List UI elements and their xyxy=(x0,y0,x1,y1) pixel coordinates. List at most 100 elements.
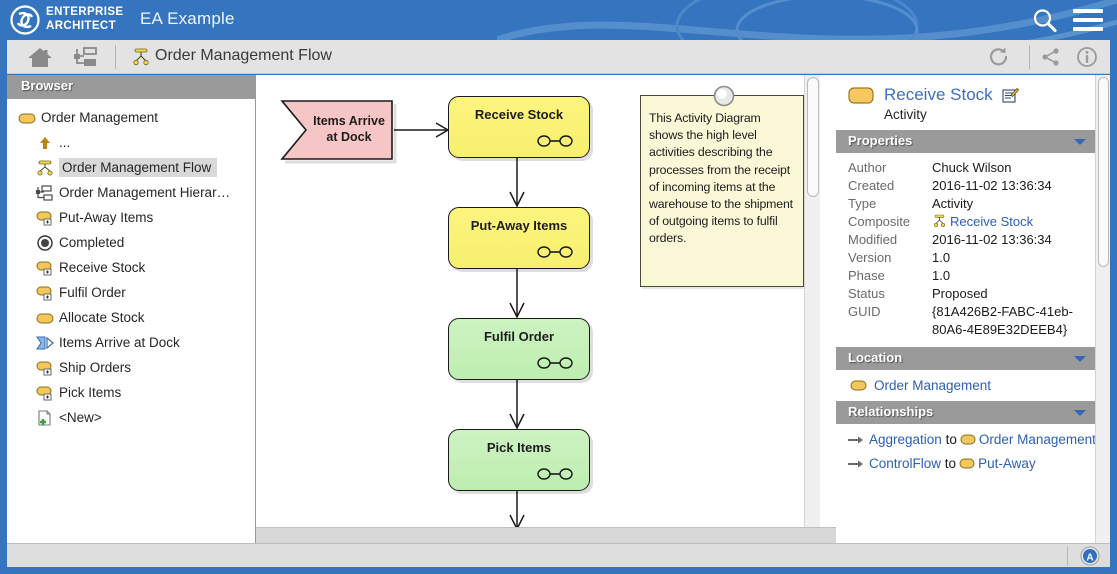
browser-tree-item-label: Items Arrive at Dock xyxy=(59,335,180,350)
browser-panel-title: Browser xyxy=(7,75,255,99)
section-header-relationships[interactable]: Relationships xyxy=(836,401,1110,424)
relationship-arrow-icon xyxy=(848,457,864,467)
location-link[interactable]: Order Management xyxy=(874,378,992,393)
browser-tree-item[interactable]: Order Management xyxy=(7,105,255,130)
element-type: Activity xyxy=(884,107,927,122)
section-header-properties[interactable]: Properties xyxy=(836,130,1110,153)
search-icon[interactable] xyxy=(1031,7,1059,35)
property-value-text: Activity xyxy=(932,196,974,211)
package-icon xyxy=(959,457,975,468)
browser-tree-item-label: Ship Orders xyxy=(59,360,132,375)
composite-activity-glyph-icon xyxy=(537,135,573,147)
property-value[interactable]: Receive Stock xyxy=(932,213,1110,231)
browser-tree[interactable]: Order Management...Order Management Flow… xyxy=(7,99,255,430)
diagram-node-receive-stock[interactable]: Receive Stock xyxy=(448,96,590,158)
property-key: Created xyxy=(848,178,895,193)
brand-line-2: ARCHITECT xyxy=(46,20,117,32)
section-header-location[interactable]: Location xyxy=(836,347,1110,370)
relationship-target-link[interactable]: Put-Away xyxy=(978,455,1036,471)
browser-tree-item[interactable]: Items Arrive at Dock xyxy=(7,330,255,355)
activity-composite-icon xyxy=(36,361,52,375)
browser-tree-item[interactable]: Put-Away Items xyxy=(7,205,255,230)
activity-composite-icon xyxy=(36,261,52,275)
diagram-toolbar: Order Management Flow xyxy=(7,40,1110,74)
note-edit-icon[interactable] xyxy=(1002,87,1019,103)
browser-tree-item-label: Order Management Hierar… xyxy=(59,185,231,200)
relationship-target-link[interactable]: Order Management xyxy=(978,432,1096,447)
browser-tree-item-label: Receive Stock xyxy=(59,260,146,275)
hierarchy-diagram-icon xyxy=(36,184,53,201)
property-value-text: Chuck Wilson xyxy=(932,160,1012,175)
property-key: Phase xyxy=(848,268,885,283)
chevron-down-icon[interactable] xyxy=(1074,356,1086,362)
property-value: Chuck Wilson xyxy=(932,159,1110,177)
home-icon[interactable] xyxy=(27,46,53,68)
package-icon xyxy=(960,433,976,445)
browser-tree-item[interactable]: Allocate Stock xyxy=(7,305,255,330)
activity-composite-icon xyxy=(36,286,52,300)
property-key: Composite xyxy=(848,214,911,229)
chevron-down-icon[interactable] xyxy=(1074,410,1086,416)
relationship-type-link[interactable]: ControlFlow xyxy=(869,455,942,471)
relationship-type-link[interactable]: Aggregation xyxy=(869,432,942,447)
note-anchor-pin-icon xyxy=(713,85,735,107)
diagram-canvas-container[interactable]: Items Arrive at Dock Receive Stock xyxy=(256,75,836,543)
refresh-icon[interactable] xyxy=(988,46,1010,68)
diagram-event-items-arrive-at-dock[interactable]: Items Arrive at Dock xyxy=(280,99,397,164)
property-value-text: 2016-11-02 13:36:34 xyxy=(932,232,1052,247)
node-label: Put-Away Items xyxy=(470,218,568,233)
property-value: {81A426B2-FABC-41eb-80A6-4E89E32DEEB4} xyxy=(932,303,1110,339)
browser-tree-item-label: Fulfil Order xyxy=(59,285,126,300)
diagram-node-pick-items[interactable]: Pick Items xyxy=(448,429,590,491)
hamburger-menu-icon[interactable] xyxy=(1073,9,1103,35)
browser-tree-item[interactable]: Pick Items xyxy=(7,380,255,405)
location-row[interactable]: Order Management xyxy=(836,370,1110,401)
activity-diagram-icon xyxy=(37,160,53,175)
diagram-node-put-away-items[interactable]: Put-Away Items xyxy=(448,207,590,269)
property-value: 1.0 xyxy=(932,267,1110,285)
properties-vertical-scrollbar[interactable] xyxy=(1095,75,1110,543)
event-icon xyxy=(35,334,55,352)
browser-tree-item[interactable]: <New> xyxy=(7,405,255,430)
diagram-node-fulfil-order[interactable]: Fulfil Order xyxy=(448,318,590,380)
diagram-vscroll-thumb[interactable] xyxy=(807,77,819,197)
diagram-canvas[interactable]: Items Arrive at Dock Receive Stock xyxy=(256,75,820,543)
browser-tree-item[interactable]: Order Management Flow xyxy=(7,155,255,180)
info-icon[interactable] xyxy=(1076,46,1098,68)
element-name[interactable]: Receive Stock xyxy=(884,85,993,104)
property-key: Type xyxy=(848,196,877,211)
enterprise-architect-logo-icon xyxy=(10,5,40,35)
new-document-icon xyxy=(35,409,55,427)
properties-vscroll-thumb[interactable] xyxy=(1098,77,1109,267)
chevron-down-icon[interactable] xyxy=(1074,139,1086,145)
accessibility-badge-icon[interactable]: A xyxy=(1080,546,1100,566)
browser-tree-item-label: Completed xyxy=(59,235,125,250)
browser-tree-item[interactable]: Completed xyxy=(7,230,255,255)
browser-tree-item[interactable]: ... xyxy=(7,130,255,155)
share-icon[interactable] xyxy=(1040,46,1062,68)
project-browser-icon[interactable] xyxy=(73,47,99,68)
relationship-item[interactable]: Aggregation to Order Management xyxy=(848,432,1110,449)
diagram-note[interactable]: This Activity Diagram shows the high lev… xyxy=(640,85,804,287)
diagram-vertical-scrollbar[interactable] xyxy=(804,75,820,527)
activity-diagram-icon xyxy=(932,214,946,228)
activity-composite-icon xyxy=(35,209,55,227)
section-title: Location xyxy=(848,350,903,365)
property-value-text: 1.0 xyxy=(932,250,951,265)
node-label: Receive Stock xyxy=(474,107,564,122)
app-title: EA Example xyxy=(140,9,235,28)
browser-tree-item[interactable]: Order Management Hierar… xyxy=(7,180,255,205)
browser-tree-item-label: Put-Away Items xyxy=(59,210,154,225)
browser-tree-item[interactable]: Receive Stock xyxy=(7,255,255,280)
browser-tree-item[interactable]: Fulfil Order xyxy=(7,280,255,305)
final-node-icon xyxy=(37,234,53,251)
relationship-connector-word: to xyxy=(945,432,957,447)
property-value: 2016-11-02 13:36:34 xyxy=(932,177,1110,195)
diagram-horizontal-scrollbar[interactable] xyxy=(256,527,836,543)
browser-tree-item[interactable]: Ship Orders xyxy=(7,355,255,380)
